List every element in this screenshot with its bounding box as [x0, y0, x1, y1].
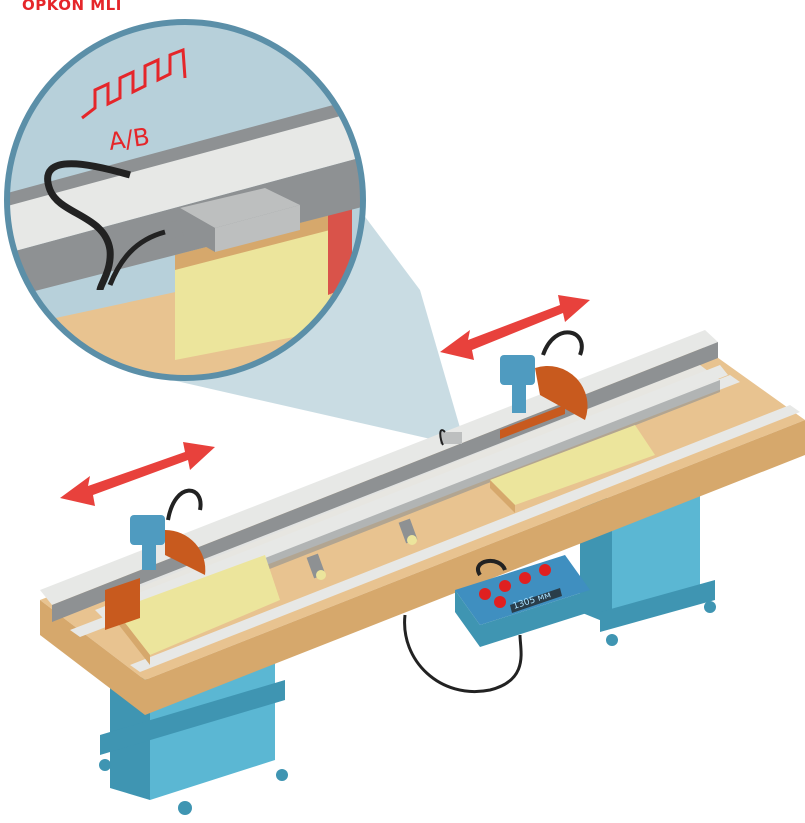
saw-head-right — [500, 330, 588, 420]
movement-arrow-left-head — [60, 442, 215, 506]
stop-bar-right — [500, 405, 565, 439]
stop-bar-left — [105, 578, 140, 630]
brand-logo-text: OPKON MLI — [22, 0, 122, 14]
pulse-signal-icon — [81, 47, 187, 120]
signal-label: A/B — [107, 123, 151, 156]
control-box: 1305 мм — [403, 555, 590, 693]
saw-head-left — [130, 488, 206, 575]
workpiece-block-right — [490, 425, 655, 513]
workpiece-block-left — [115, 555, 280, 665]
fence-profile — [125, 365, 720, 618]
encoder-sensor — [439, 429, 462, 446]
rail-brackets — [306, 518, 418, 580]
movement-arrow-right-head — [440, 295, 590, 360]
